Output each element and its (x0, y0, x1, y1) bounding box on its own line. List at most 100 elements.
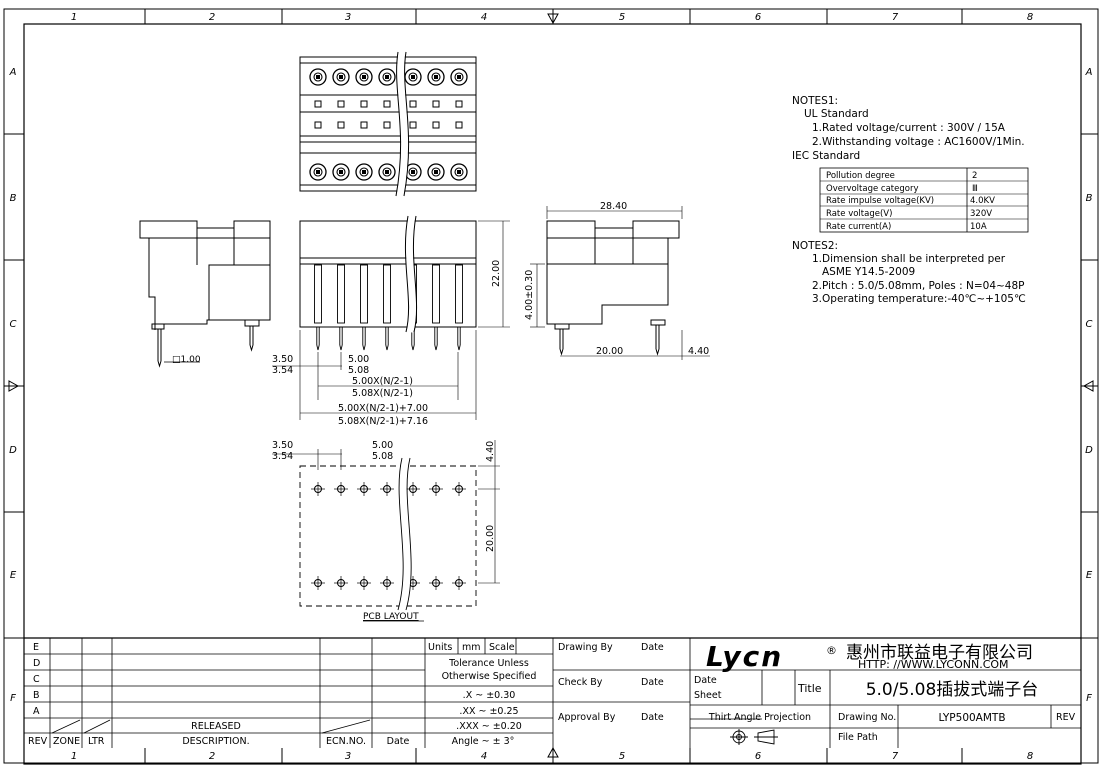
dim-front-5-00: 5.00 (348, 354, 369, 365)
rev-header-date: Date (387, 736, 410, 747)
iec-row-value: 2 (972, 171, 977, 181)
zone-col-6-bottom: 6 (755, 751, 761, 762)
zone-col-7: 7 (892, 12, 899, 23)
notes-1: NOTES1: UL Standard 1.Rated voltage/curr… (792, 95, 1025, 162)
top-view (299, 51, 477, 197)
screw-terminal (427, 163, 445, 181)
screw-head (313, 167, 323, 177)
pcb-dim-3-50: 3.50 (272, 440, 293, 451)
zone-col-2-bottom: 2 (209, 751, 215, 762)
zone-row-e-right: E (1086, 570, 1093, 581)
screw-head (408, 72, 418, 82)
screw-head (336, 167, 346, 177)
screw-terminal (427, 68, 445, 86)
dim-height-4-00: 4.00±0.30 (524, 270, 535, 320)
screw-head (454, 167, 464, 177)
contact-pin (360, 264, 368, 324)
title-label: Title (797, 682, 822, 695)
pcb-dim-3-54: 3.54 (272, 451, 293, 462)
screw-terminal (450, 163, 468, 181)
zone-col-5: 5 (619, 12, 625, 23)
iec-row-name: Rate voltage(V) (826, 209, 892, 219)
dim-front-3-54: 3.54 (272, 365, 293, 376)
pin-tip (457, 344, 461, 351)
pin-square (409, 121, 417, 129)
screw-terminal (332, 163, 350, 181)
tolerance-angle: Angle ~ ± 3° (452, 736, 515, 747)
screw-slot (411, 75, 415, 79)
pin-square (383, 100, 391, 108)
pcb-dim-20: 20.00 (485, 525, 496, 552)
rev-header-description: DESCRIPTION. (182, 736, 249, 747)
screw-head (408, 167, 418, 177)
notes-2: NOTES2: 1.Dimension shall be interpreted… (792, 240, 1026, 305)
rev-letter-b: B (33, 690, 40, 701)
zone-row-a-right: A (1085, 67, 1093, 78)
zone-row-c-right: C (1086, 319, 1093, 330)
iec-row-name: Overvoltage category (826, 184, 918, 194)
screw-head (382, 72, 392, 82)
rev-letter-c: C (33, 674, 40, 685)
pin-tip (434, 344, 438, 351)
tolerance-line2: Otherwise Specified (442, 671, 537, 682)
registered-mark: ® (826, 644, 837, 657)
pcb-dimensions (272, 440, 500, 584)
title-block-lines (24, 637, 1081, 748)
pin-square (383, 121, 391, 129)
contact-pin (432, 264, 440, 324)
screw-head (359, 167, 369, 177)
zone-row-a: A (9, 67, 17, 78)
zone-row-e: E (10, 570, 17, 581)
screw-terminal (309, 163, 327, 181)
zone-col-1-bottom: 1 (71, 751, 77, 762)
drawing-by-label: Drawing By (558, 642, 613, 653)
title-block-sheet: Sheet (694, 690, 722, 701)
screw-head (431, 167, 441, 177)
screw-head (336, 72, 346, 82)
iec-row-value: 4.0KV (970, 196, 995, 206)
rev-header-ecn: ECN.NO. (326, 736, 366, 747)
zone-col-6: 6 (755, 12, 761, 23)
dim-width-4-40: 4.40 (688, 346, 709, 357)
pin-tip (362, 344, 366, 351)
notes2-line2: ASME Y14.5-2009 (822, 266, 915, 278)
zone-col-8: 8 (1027, 12, 1033, 23)
zone-row-b: B (10, 193, 17, 204)
screw-slot (457, 75, 461, 79)
pin-square (360, 121, 368, 129)
notes1-line2: 2.Withstanding voltage : AC1600V/1Min. (812, 136, 1025, 148)
pcb-layout (299, 457, 477, 611)
screw-terminal (332, 68, 350, 86)
screw-slot (411, 170, 415, 174)
pin-square (432, 100, 440, 108)
tolerance-xxx: .XXX ~ ±0.20 (456, 721, 522, 732)
dim-total-5-00: 5.00X(N/2-1)+7.00 (338, 403, 428, 414)
projection-label: Thirt Angle Projection (708, 712, 811, 723)
rev-letter-a: A (33, 706, 40, 717)
pin-square-row (314, 121, 463, 129)
pcb-layout-label: PCB LAYOUT (363, 612, 419, 622)
screw-terminal (450, 68, 468, 86)
screw-slot (339, 75, 343, 79)
units-label: Units (428, 642, 452, 653)
notes1-iec: IEC Standard (792, 150, 860, 162)
screw-slot (316, 75, 320, 79)
approval-by-label: Approval By (558, 712, 616, 723)
screw-slot (434, 75, 438, 79)
company-website: HTTP: //WWW.LYCONN.COM (858, 658, 1009, 671)
front-pin-row (314, 264, 463, 351)
screw-slot (385, 170, 389, 174)
tolerance-line1: Tolerance Unless (448, 658, 529, 669)
pcb-dim-5-00: 5.00 (372, 440, 393, 451)
screw-slot (457, 170, 461, 174)
iec-row-name: Rate current(A) (826, 222, 891, 232)
screw-slot (316, 170, 320, 174)
pin-square (360, 100, 368, 108)
file-path-label: File Path (838, 732, 878, 743)
pin-square-row (314, 100, 463, 108)
zone-row-c: C (10, 319, 17, 330)
pin-square (409, 100, 417, 108)
screw-head (382, 167, 392, 177)
contact-pin (337, 264, 345, 324)
pin-tip (385, 344, 389, 351)
